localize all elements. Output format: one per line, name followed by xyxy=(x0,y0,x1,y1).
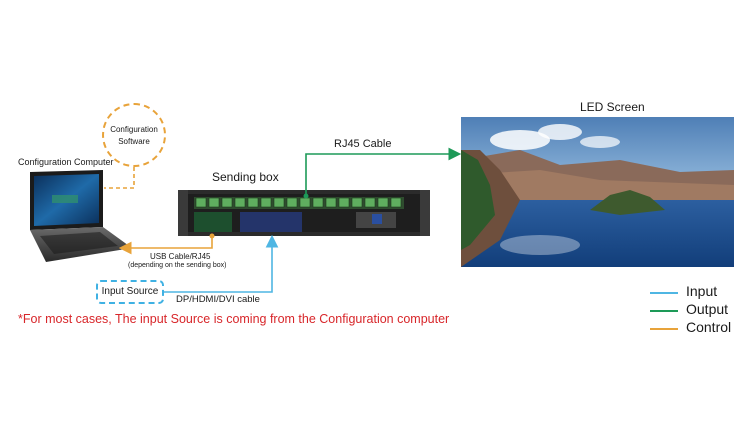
dp-cable-label: DP/HDMI/DVI cable xyxy=(176,294,260,305)
rj45-port-icon xyxy=(338,197,350,208)
rj45-port-icon xyxy=(390,197,402,208)
legend-control-line xyxy=(650,328,678,330)
rj45-ports xyxy=(195,197,402,208)
legend-output-label: Output xyxy=(686,301,729,317)
rj45-port-icon xyxy=(273,197,285,208)
rj45-port-icon xyxy=(195,197,207,208)
laptop-icon xyxy=(30,170,132,262)
input-source-box: Input Source xyxy=(96,280,164,304)
usb-control-line xyxy=(118,236,213,255)
config-software-line2: Software xyxy=(118,137,150,146)
sending-box-device xyxy=(178,190,430,236)
input-source-note: *For most cases, The input Source is com… xyxy=(18,312,450,326)
led-screen-label: LED Screen xyxy=(580,100,645,114)
rj45-port-icon xyxy=(312,197,324,208)
legend-input-line xyxy=(650,292,678,294)
config-software-label: Configuration Software xyxy=(104,124,164,148)
legend-input-label: Input xyxy=(686,283,718,299)
rj45-port-icon xyxy=(260,197,272,208)
usb-cable-note: (depending on the sending box) xyxy=(128,262,227,269)
rj45-port-icon xyxy=(377,197,389,208)
rj45-port-icon xyxy=(299,197,311,208)
legend-input: Input xyxy=(650,283,750,300)
rj45-port-icon xyxy=(364,197,376,208)
config-computer-label: Configuration Computer xyxy=(18,157,114,167)
legend-control: Control xyxy=(650,319,750,336)
rj45-port-icon xyxy=(351,197,363,208)
control-line-software xyxy=(104,167,135,189)
legend-control-label: Control xyxy=(686,319,732,335)
sending-box-label: Sending box xyxy=(212,170,279,184)
output-line xyxy=(305,147,462,196)
config-software-line1: Configuration xyxy=(110,125,158,134)
rj45-port-icon xyxy=(247,197,259,208)
config-software-circle xyxy=(102,103,166,167)
input-line xyxy=(164,234,279,293)
rj45-port-icon xyxy=(234,197,246,208)
rj45-cable-label: RJ45 Cable xyxy=(334,138,392,150)
legend-output: Output xyxy=(650,301,750,318)
usb-cable-label: USB Cable/RJ45 xyxy=(150,252,211,261)
led-screen-image xyxy=(461,117,734,267)
legend-output-line xyxy=(650,310,678,312)
rj45-port-icon xyxy=(208,197,220,208)
rj45-port-icon xyxy=(286,197,298,208)
rj45-port-icon xyxy=(221,197,233,208)
rj45-port-icon xyxy=(325,197,337,208)
